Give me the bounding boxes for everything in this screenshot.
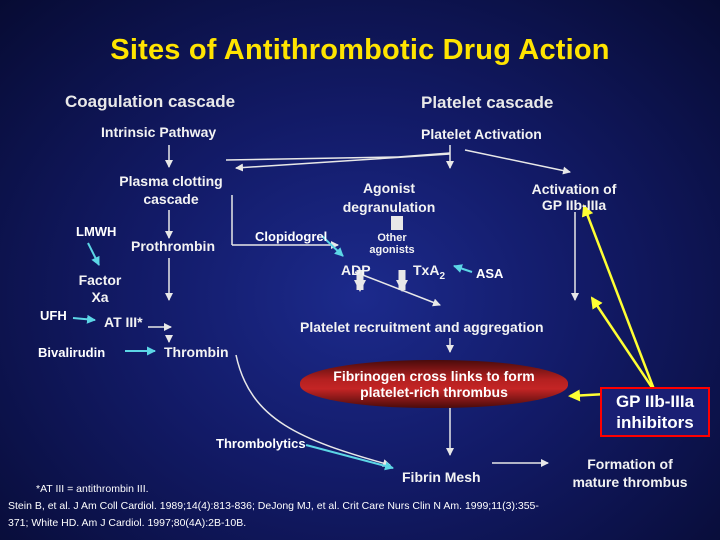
agonist-degranulation-label: Agonist degranulation xyxy=(342,180,436,215)
thrombin-label: Thrombin xyxy=(164,344,229,360)
clopidogrel-label: Clopidogrel xyxy=(255,229,328,244)
platelet-activation-label: Platelet Activation xyxy=(421,126,542,142)
factor-xa-label: Factor Xa xyxy=(78,272,122,305)
slide-title: Sites of Antithrombotic Drug Action xyxy=(110,34,610,66)
gp-iib-iiia-inhibitors-box: GP IIb-IIIa inhibitors xyxy=(600,387,710,437)
at-iii-label: AT III* xyxy=(104,314,143,330)
intrinsic-pathway-label: Intrinsic Pathway xyxy=(101,124,217,140)
gp-activation-label: Activation of GP IIb-IIIa xyxy=(531,181,617,213)
lmwh-label: LMWH xyxy=(76,224,117,239)
thrombolytics-label: Thrombolytics xyxy=(216,436,306,451)
footnote-citation-line1: Stein B, et al. J Am Coll Cardiol. 1989;… xyxy=(8,500,539,512)
mediator-arrows xyxy=(354,270,408,292)
inhibitor-arrows xyxy=(72,235,473,471)
coagulation-cascade-header: Coagulation cascade xyxy=(65,92,236,111)
other-agonists-label: Other agonists xyxy=(369,232,415,256)
asa-label: ASA xyxy=(476,266,504,281)
gp-inhibitor-arrows xyxy=(568,204,657,402)
adp-label: ADP xyxy=(341,262,371,278)
footnote-citation-line2: 371; White HD. Am J Cardiol. 1997;80(4A)… xyxy=(8,517,247,529)
platelet-cascade-header: Platelet cascade xyxy=(421,93,554,112)
prothrombin-label: Prothrombin xyxy=(131,238,215,254)
other-agonists-connector xyxy=(391,216,403,230)
txa2-label: TxA2 xyxy=(413,262,446,282)
fibrin-mesh-label: Fibrin Mesh xyxy=(402,469,481,485)
fibrinogen-ellipse xyxy=(300,360,568,408)
footnote-definition: *AT III = antithrombin III. xyxy=(36,483,149,495)
bivalirudin-label: Bivalirudin xyxy=(38,345,106,360)
plasma-clotting-cascade-label: Plasma clotting cascade xyxy=(119,173,223,207)
platelet-recruitment-label: Platelet recruitment and aggregation xyxy=(300,319,544,335)
ufh-label: UFH xyxy=(40,308,67,323)
fibrinogen-thrombus-label: Fibrinogen cross links to form platelet-… xyxy=(333,368,535,400)
mature-thrombus-label: Formation of mature thrombus xyxy=(572,456,688,490)
